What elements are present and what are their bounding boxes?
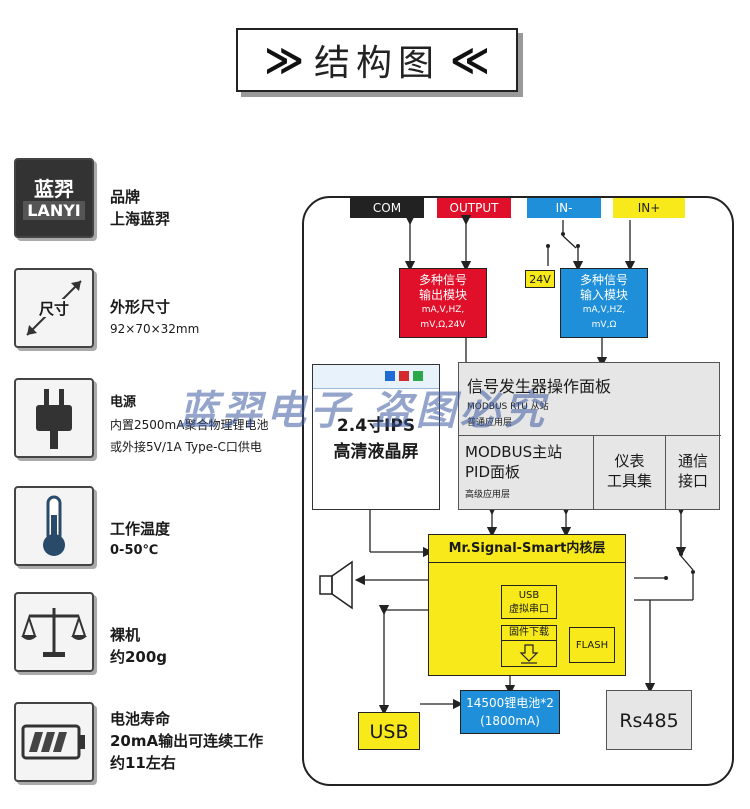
screen-titlebar xyxy=(313,365,439,389)
brand-logo-cn: 蓝羿 xyxy=(34,176,74,201)
panel-divider xyxy=(459,435,721,436)
core-title: Mr.Signal-Smart内核层 xyxy=(429,535,625,563)
port-output: OUTPUT xyxy=(437,198,511,218)
lcd-screen: 2.4寸IPS 高清液晶屏 xyxy=(312,364,440,510)
temp-value: 0-50℃ xyxy=(110,543,159,558)
battery-line1: 20mA输出可连续工作 xyxy=(110,732,264,750)
rs485-port: Rs485 xyxy=(606,690,692,750)
battery-pack-line2: (1800mA) xyxy=(480,714,540,728)
panel-sub2: 普通应用层 xyxy=(467,418,513,428)
firmware-label: 固件下载 xyxy=(502,626,556,641)
port-in-minus: IN- xyxy=(527,198,601,218)
brand-logo-en: LANYI xyxy=(23,200,85,220)
output-module: 多种信号 输出模块 mA,V,HZ, mV,Ω,24V xyxy=(399,268,487,338)
speaker-icon xyxy=(319,560,353,610)
input-module-line2: 输入模块 xyxy=(579,288,628,302)
operation-panel: 信号发生器操作面板 MODBUS RTU 从站 普通应用层 MODBUS主站 P… xyxy=(458,362,721,510)
screen-color-dot-blue xyxy=(385,371,395,381)
brand-label: 品牌 xyxy=(110,188,141,206)
input-module-line3: mA,V,HZ, xyxy=(582,305,626,315)
power-label: 电源 xyxy=(110,395,137,410)
chevron-left-icon: ≪ xyxy=(450,38,490,82)
power-line2: 或外接5V/1A Type-C口供电 xyxy=(110,440,262,454)
v24-tag: 24V xyxy=(525,270,555,288)
input-module: 多种信号 输入模块 mA,V,HZ, mV,Ω xyxy=(560,268,648,338)
screen-label-line2: 高清液晶屏 xyxy=(333,442,419,462)
weight-label: 裸机 xyxy=(110,626,141,644)
weight-value: 约200g xyxy=(110,648,168,666)
output-module-line2: 输出模块 xyxy=(418,288,467,302)
port-com: COM xyxy=(350,198,424,218)
size-spec: 外形尺寸 92×70×32mm xyxy=(110,296,199,340)
battery-pack-line1: 14500锂电池*2 xyxy=(466,696,554,710)
power-plug-icon xyxy=(14,378,94,458)
panel-sub1: MODBUS RTU 从站 xyxy=(467,402,549,412)
screen-color-dot-red xyxy=(399,371,409,381)
temp-label: 工作温度 xyxy=(110,520,171,538)
power-spec: 电源 内置2500mA聚合物理锂电池 或外接5V/1A Type-C口供电 xyxy=(110,392,268,458)
battery-line2: 约11左右 xyxy=(110,754,176,772)
tools-line1: 仪表 xyxy=(614,452,645,470)
output-module-line4: mV,Ω,24V xyxy=(420,320,466,330)
page-title: 结构图 xyxy=(313,43,440,84)
input-module-line1: 多种信号 xyxy=(579,273,628,287)
brand-logo-icon: 蓝羿 LANYI xyxy=(14,158,94,238)
comm-line2: 接口 xyxy=(677,472,708,490)
brand-spec: 品牌 上海蓝羿 xyxy=(110,186,170,230)
modbus-sub: 高级应用层 xyxy=(465,490,511,500)
panel-title: 信号发生器操作面板 xyxy=(467,377,612,396)
battery-spec: 电池寿命 20mA输出可连续工作 约11左右 xyxy=(110,708,263,774)
screen-label-line1: 2.4寸IPS xyxy=(336,416,416,436)
size-label: 外形尺寸 xyxy=(110,298,171,316)
tools-line2: 工具集 xyxy=(606,472,652,490)
title-banner: ≫ 结构图 ≪ xyxy=(236,28,518,92)
firmware-download-box: 固件下载 xyxy=(501,625,557,667)
thermometer-icon xyxy=(14,486,94,566)
balance-scale-icon xyxy=(14,592,94,672)
device-board-outline xyxy=(302,196,734,786)
usb-box-line1: USB xyxy=(518,590,540,601)
screen-color-dot-green xyxy=(413,371,423,381)
panel-modbus-cell: MODBUS主站 PID面板 高级应用层 xyxy=(459,435,593,509)
battery-pack: 14500锂电池*2 (1800mA) xyxy=(460,690,560,734)
modbus-line2: PID面板 xyxy=(465,463,521,481)
ruler-resize-icon: 尺寸 xyxy=(14,268,94,348)
battery-icon xyxy=(14,702,94,782)
panel-comm-cell: 通信 接口 xyxy=(665,435,720,509)
size-value: 92×70×32mm xyxy=(110,322,200,336)
temp-spec: 工作温度 0-50℃ xyxy=(110,518,170,562)
brand-value: 上海蓝羿 xyxy=(110,210,171,228)
watermark: 蓝羿电子 盗图必究 xyxy=(178,388,548,434)
battery-label: 电池寿命 xyxy=(110,710,171,728)
power-line1: 内置2500mA聚合物理锂电池 xyxy=(110,418,269,432)
download-arrow-icon xyxy=(519,644,539,664)
output-module-line3: mA,V,HZ, xyxy=(421,305,465,315)
port-in-plus: IN+ xyxy=(613,198,685,218)
comm-line1: 通信 xyxy=(677,452,708,470)
weight-spec: 裸机 约200g xyxy=(110,624,167,668)
flash-box: FLASH xyxy=(569,627,615,663)
size-icon-label: 尺寸 xyxy=(38,299,69,318)
chevron-right-icon: ≫ xyxy=(264,38,304,82)
panel-tools-cell: 仪表 工具集 xyxy=(593,435,665,509)
output-module-line1: 多种信号 xyxy=(418,273,467,287)
core-layer: Mr.Signal-Smart内核层 USB 虚拟串口 固件下载 FLASH xyxy=(428,534,626,676)
modbus-line1: MODBUS主站 xyxy=(465,443,563,461)
usb-port: USB xyxy=(358,712,420,750)
input-module-line4: mV,Ω xyxy=(591,320,617,330)
usb-virtual-serial-box: USB 虚拟串口 xyxy=(501,585,557,619)
usb-box-line2: 虚拟串口 xyxy=(509,604,549,615)
